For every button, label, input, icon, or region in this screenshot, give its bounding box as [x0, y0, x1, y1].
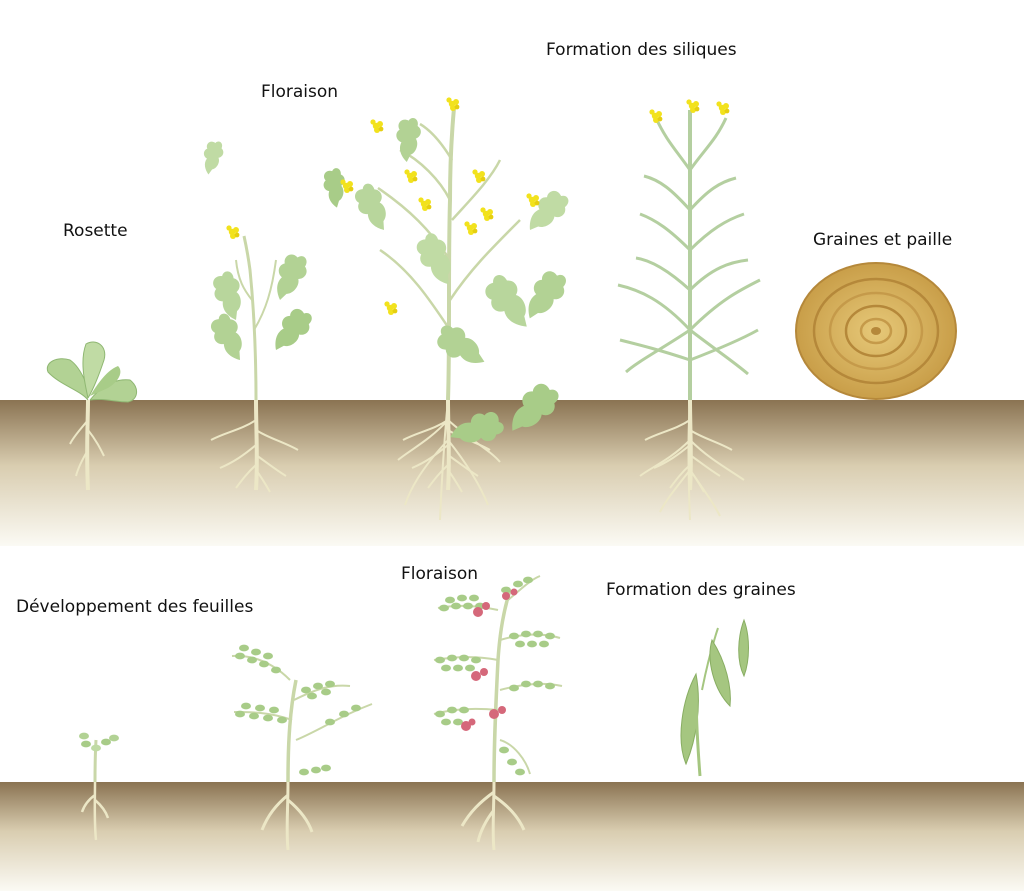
straw-bale	[795, 262, 957, 400]
pea-flowering-plant	[433, 575, 563, 851]
pea-pods	[680, 618, 749, 777]
rapeseed-early-flowering-plant	[200, 139, 317, 494]
soil-band-bottom	[0, 782, 1024, 891]
stage-label-seed-formation: Formation des graines	[606, 580, 796, 600]
stage-label-seeds-straw: Graines et paille	[813, 230, 953, 250]
stage-label-rosette: Rosette	[63, 221, 128, 241]
soil-band-top	[0, 400, 1024, 546]
pea-leaf-development-plant	[79, 732, 119, 841]
pea-vegetative-plant	[231, 644, 373, 851]
stage-label-silique-formation: Formation des siliques	[546, 40, 737, 60]
rapeseed-flowering-plant	[321, 97, 574, 521]
rapeseed-rosette-plant	[46, 341, 137, 491]
rapeseed-silique-plant	[617, 99, 761, 521]
stage-label-rapeseed-flowering: Floraison	[261, 82, 339, 102]
stage-label-leaf-development: Développement des feuilles	[16, 597, 254, 617]
stage-label-pea-flowering: Floraison	[401, 564, 479, 584]
